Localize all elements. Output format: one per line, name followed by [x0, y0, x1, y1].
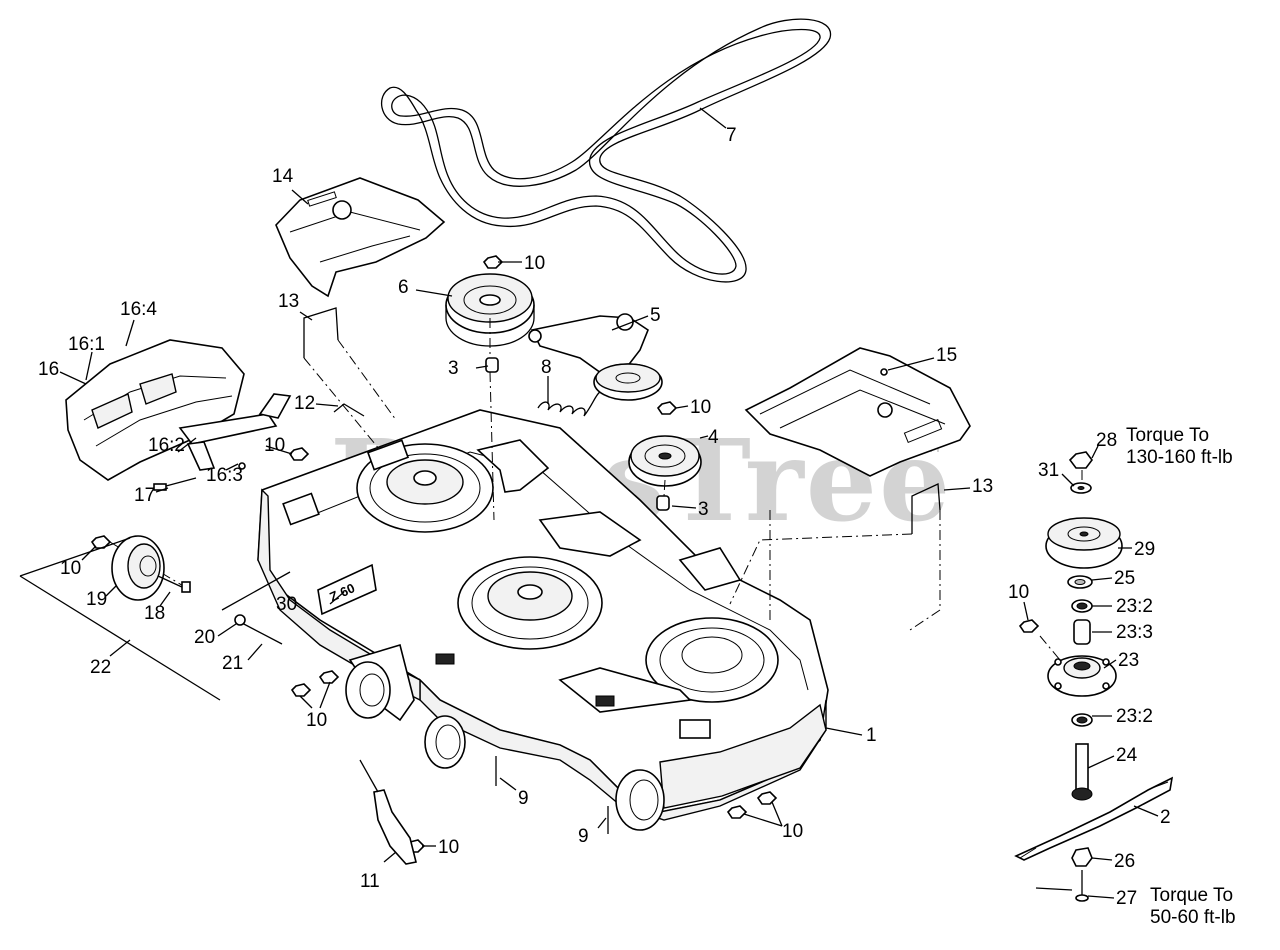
left-belt-cover: [275, 177, 446, 298]
callout-9-right: 9: [578, 826, 589, 847]
callout-10-pulley: 10: [690, 397, 711, 418]
torque-note-27-line2: 50-60 ft-lb: [1150, 907, 1236, 928]
callout-29: 29: [1134, 539, 1155, 560]
callout-20: 20: [194, 627, 215, 648]
callout-8: 8: [541, 357, 552, 378]
pulley-6: [445, 273, 535, 347]
cover-hinge-bracket: [153, 393, 365, 491]
callout-16-2: 16:2: [148, 435, 185, 456]
callout-16-4: 16:4: [120, 299, 157, 320]
callout-19: 19: [86, 589, 107, 610]
u-bracket-13-left: [303, 307, 339, 358]
callout-18: 18: [144, 603, 165, 624]
torque-note-28-line1: Torque To: [1126, 425, 1209, 446]
callout-leaders: [59, 107, 1159, 899]
callout-28: 28: [1096, 430, 1117, 451]
callout-1: 1: [866, 725, 877, 746]
callout-22: 22: [90, 657, 111, 678]
callout-10-hinge: 10: [264, 435, 285, 456]
callout-10-deck-left: 10: [306, 710, 327, 731]
discharge-deflector: [359, 759, 417, 865]
pulley-4: [628, 435, 702, 487]
idler-arm-assembly: [528, 313, 663, 417]
callout-27: 27: [1116, 888, 1137, 909]
torque-note-27-line1: Torque To: [1150, 885, 1233, 906]
callout-10-top: 10: [524, 253, 545, 274]
callout-13-left: 13: [278, 291, 299, 312]
callout-10-deck-front: 10: [782, 821, 803, 842]
torque-note-28-line2: 130-160 ft-lb: [1126, 447, 1233, 468]
callout-12: 12: [294, 393, 315, 414]
callout-16-3: 16:3: [206, 465, 243, 486]
callout-16-1: 16:1: [68, 334, 105, 355]
callout-30: 30: [276, 594, 297, 615]
callout-16: 16: [38, 359, 59, 380]
callout-11: 11: [360, 871, 380, 892]
spacer-3-top: [485, 357, 499, 373]
callout-24: 24: [1116, 745, 1138, 766]
drive-belt: [380, 18, 832, 283]
callout-10-spindle: 10: [1008, 582, 1029, 603]
callout-5: 5: [650, 305, 661, 326]
spindle-stack: [1014, 451, 1174, 902]
callout-23-2-lower: 23:2: [1116, 706, 1153, 727]
callout-23-3: 23:3: [1116, 622, 1153, 643]
callout-23: 23: [1118, 650, 1139, 671]
right-belt-cover: [744, 347, 971, 477]
callout-6: 6: [398, 277, 409, 298]
callout-14: 14: [272, 166, 294, 187]
callout-10-roller: 10: [60, 558, 81, 579]
mower-deck-shell: Z 60: [257, 409, 829, 831]
callout-31: 31: [1038, 460, 1059, 481]
callout-9-left: 9: [518, 788, 529, 809]
callout-25: 25: [1114, 568, 1135, 589]
anti-scalp-roller-assembly: [19, 535, 291, 701]
callout-3-top: 3: [448, 358, 459, 379]
callout-17: 17: [134, 485, 155, 506]
callout-21: 21: [222, 653, 243, 674]
callout-4: 4: [708, 427, 719, 448]
callout-15: 15: [936, 345, 957, 366]
callout-26: 26: [1114, 851, 1135, 872]
callout-23-2-upper: 23:2: [1116, 596, 1153, 617]
spacer-3-bottom: [656, 495, 670, 511]
spindle-cover-assembly: [65, 339, 245, 481]
callout-7: 7: [726, 125, 737, 146]
callout-3-bottom: 3: [698, 499, 709, 520]
callout-2: 2: [1160, 807, 1171, 828]
callout-10-deflector: 10: [438, 837, 459, 858]
callout-13-right: 13: [972, 476, 993, 497]
u-bracket-13-right: [911, 483, 941, 534]
